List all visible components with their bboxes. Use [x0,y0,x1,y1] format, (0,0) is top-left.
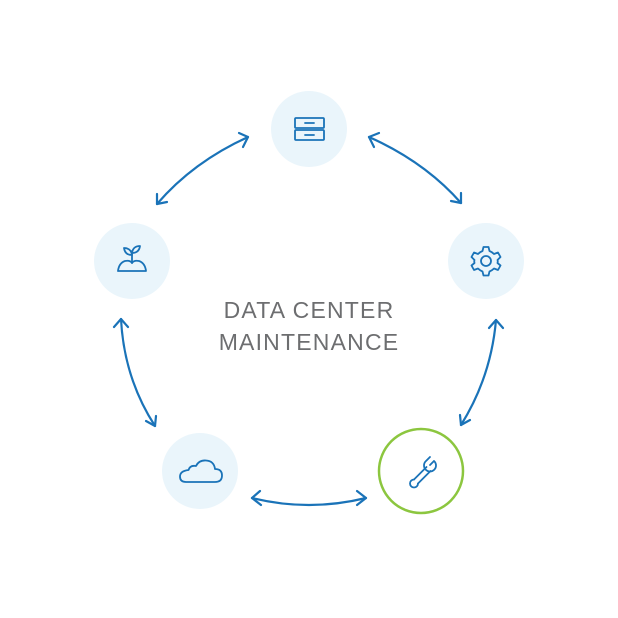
title-line-2: MAINTENANCE [218,329,400,355]
node-plant [94,223,170,299]
plant-icon [117,245,147,272]
arrow-cloud-plant [112,317,158,428]
title-line-1: DATA CENTER [223,297,395,323]
node-wrench [377,427,465,515]
server-icon [294,117,325,141]
wrench-icon [409,456,437,489]
node-gear [448,223,524,299]
arrow-wrench-cloud [250,489,368,507]
arrow-server-gear [367,131,463,205]
arrow-gear-wrench [458,318,505,427]
node-server [271,91,347,167]
arrow-plant-server [155,131,250,206]
cloud-icon [179,459,223,483]
node-cloud [162,433,238,509]
gear-icon [470,246,502,277]
